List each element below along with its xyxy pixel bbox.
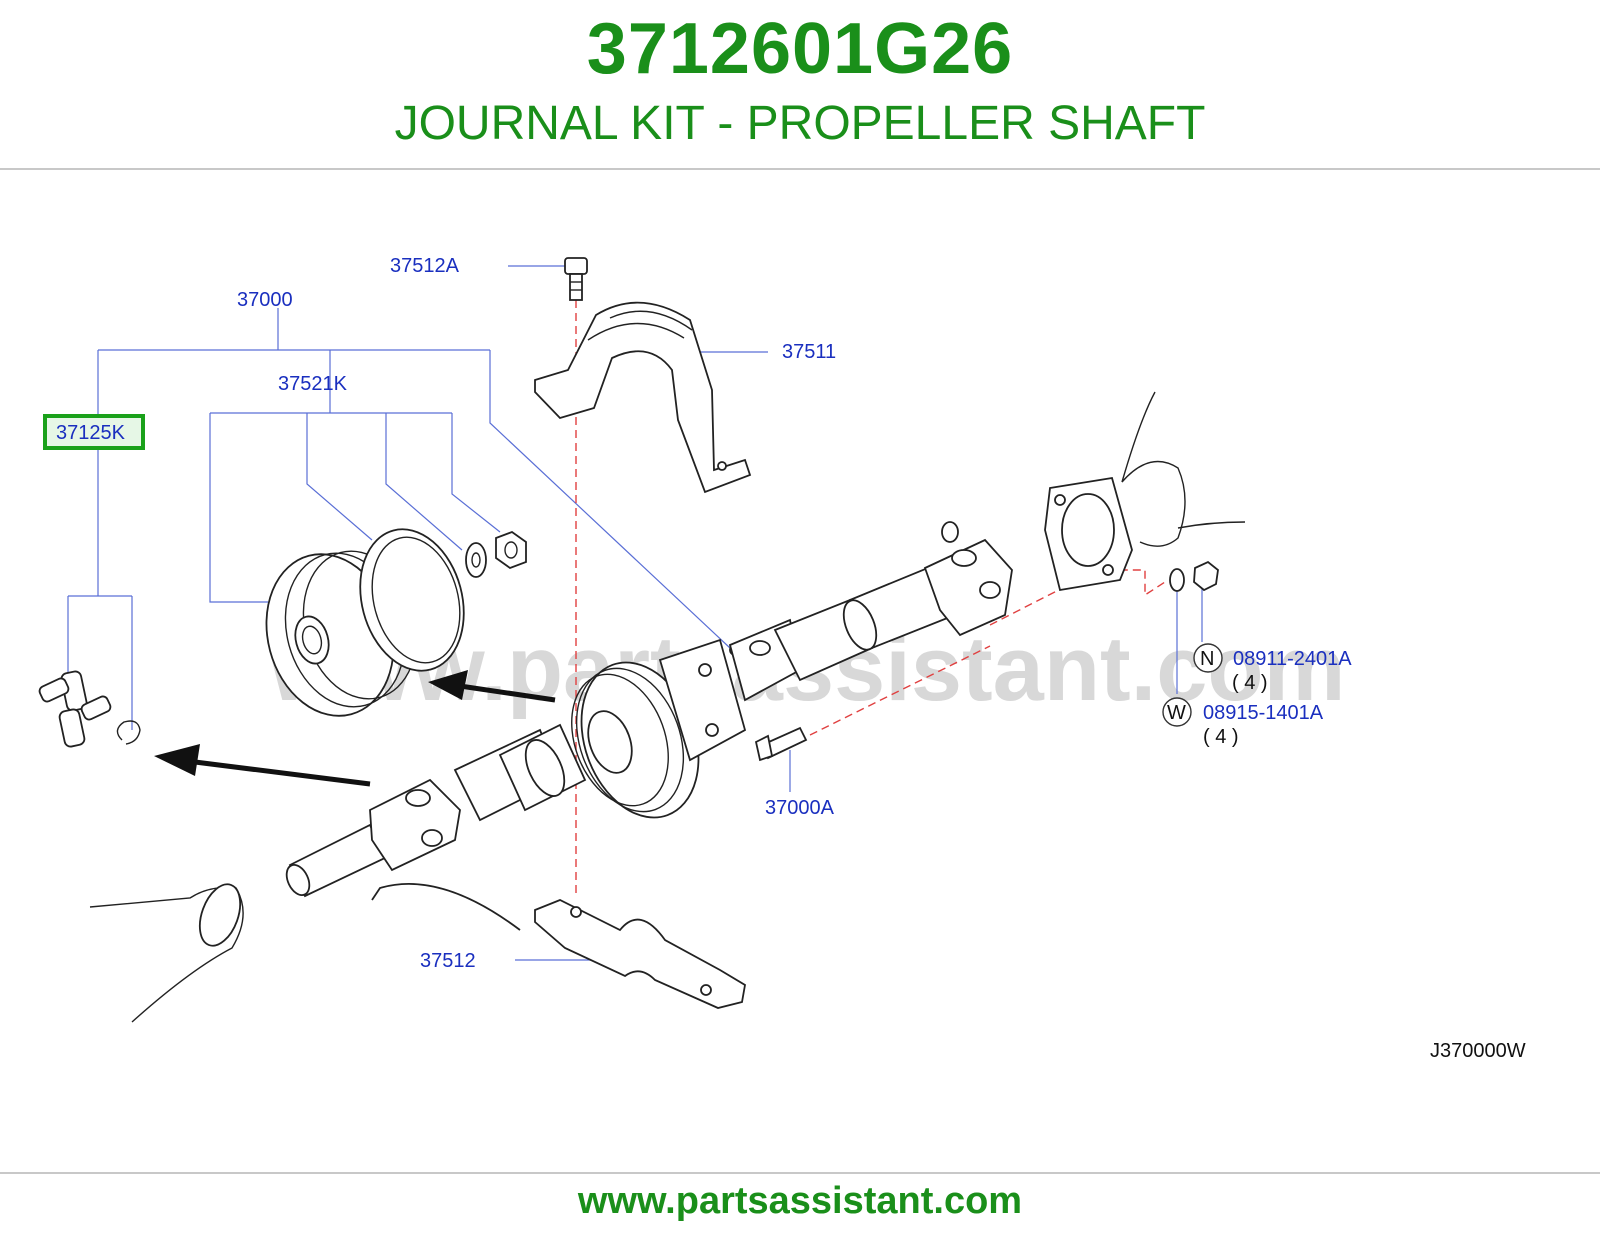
- callout-37511[interactable]: 37511: [782, 341, 836, 363]
- callout-37125k-highlighted[interactable]: 37125K: [43, 414, 145, 450]
- callout-08915-group[interactable]: W 08915-1401A ( 4 ): [1162, 697, 1324, 748]
- center-bearing-kit: [265, 528, 527, 717]
- callout-37521k[interactable]: 37521K: [278, 373, 348, 395]
- parts-diagram: www.partsassistant.com: [38, 255, 1526, 1062]
- qty-08911: ( 4 ): [1232, 672, 1268, 694]
- callout-37512[interactable]: 37512: [420, 950, 476, 972]
- callout-37512a[interactable]: 37512A: [390, 255, 460, 277]
- callout-37000a[interactable]: 37000A: [765, 797, 835, 819]
- part-number-title: 3712601G26: [586, 9, 1014, 89]
- callout-37125k[interactable]: 37125K: [56, 422, 126, 444]
- qty-08915: ( 4 ): [1203, 726, 1239, 748]
- badge-n: N: [1200, 648, 1214, 670]
- drawing-code: J370000W: [1430, 1040, 1526, 1062]
- footer-divider: [0, 1172, 1600, 1174]
- bolt-37512a: [564, 257, 588, 301]
- part-name-subtitle: JOURNAL KIT - PROPELLER SHAFT: [394, 97, 1206, 150]
- site-url-footer[interactable]: www.partsassistant.com: [577, 1180, 1023, 1222]
- badge-w: W: [1167, 702, 1186, 724]
- propeller-shaft-assembly: [89, 391, 1246, 1023]
- rear-fasteners: [1169, 560, 1219, 592]
- journal-cross: [38, 670, 141, 748]
- callout-37000[interactable]: 37000: [237, 289, 293, 311]
- bearing-support-bracket: [534, 301, 752, 494]
- lower-bracket: [534, 899, 746, 1009]
- callout-08911-group[interactable]: N 08911-2401A ( 4 ): [1193, 643, 1352, 694]
- header-divider: [0, 168, 1600, 170]
- bolt-37000a: [754, 726, 808, 762]
- callout-08915-1401a[interactable]: 08915-1401A: [1203, 702, 1324, 724]
- callout-08911-2401a[interactable]: 08911-2401A: [1233, 648, 1352, 670]
- leader-lines: [67, 265, 1203, 961]
- page-header: 3712601G26 JOURNAL KIT - PROPELLER SHAFT: [0, 0, 1600, 170]
- direction-arrows: [154, 670, 556, 787]
